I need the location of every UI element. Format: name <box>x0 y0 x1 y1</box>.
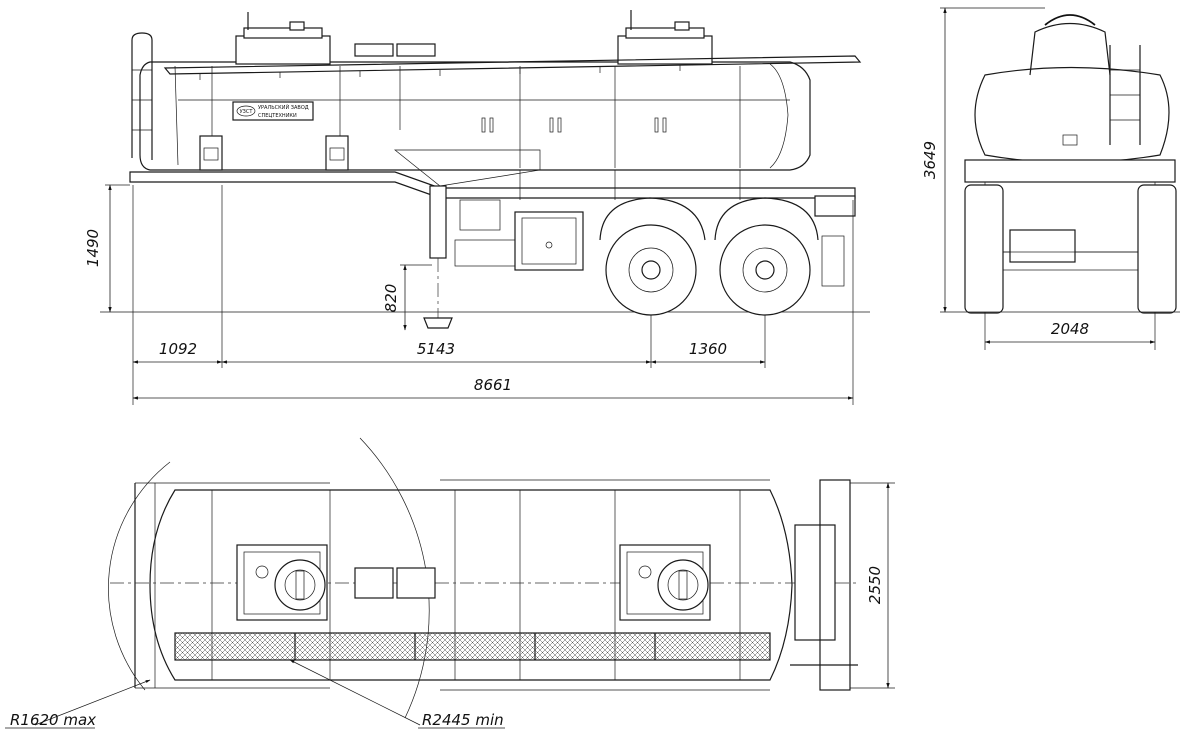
side-chassis <box>129 149 856 329</box>
tank-brackets <box>199 135 349 171</box>
dim-frame-height: 1490 <box>84 229 102 267</box>
rear-view: 3649 2048 <box>921 7 1180 350</box>
dim-axle-spacing: 1360 <box>689 340 727 358</box>
top-view: 2550 R1620 max R2445 min <box>5 437 895 729</box>
dim-turning-radius-min: R2445 min <box>422 711 504 729</box>
dim-rear-overhang: 1092 <box>159 340 197 358</box>
side-wheels <box>599 197 819 316</box>
dim-top-width: 2550 <box>866 566 884 604</box>
side-dimensions: 1490 820 1092 5143 1360 8661 <box>84 184 854 405</box>
dim-support-height: 820 <box>382 284 400 313</box>
walkway-railing <box>163 55 862 80</box>
dim-wheelbase: 5143 <box>417 340 455 358</box>
svg-text:УРАЛЬСКИЙ ЗАВОД: УРАЛЬСКИЙ ЗАВОД <box>258 104 309 111</box>
manufacturer-logo: УЗСТ УРАЛЬСКИЙ ЗАВОД СПЕЦТЕХНИКИ <box>232 101 314 121</box>
svg-text:СПЕЦТЕХНИКИ: СПЕЦТЕХНИКИ <box>258 113 297 119</box>
svg-text:УЗСТ: УЗСТ <box>240 109 254 115</box>
side-tank-body <box>131 32 811 171</box>
walkway-grating <box>174 632 771 661</box>
dim-overall-height: 3649 <box>921 141 939 179</box>
side-hatches <box>235 10 713 65</box>
dim-rear-width: 2048 <box>1051 320 1089 338</box>
dim-turning-radius-max: R1620 max <box>10 711 96 729</box>
dim-overall-length: 8661 <box>474 376 512 394</box>
side-view: УЗСТ УРАЛЬСКИЙ ЗАВОД СПЕЦТЕХНИКИ <box>84 10 870 405</box>
